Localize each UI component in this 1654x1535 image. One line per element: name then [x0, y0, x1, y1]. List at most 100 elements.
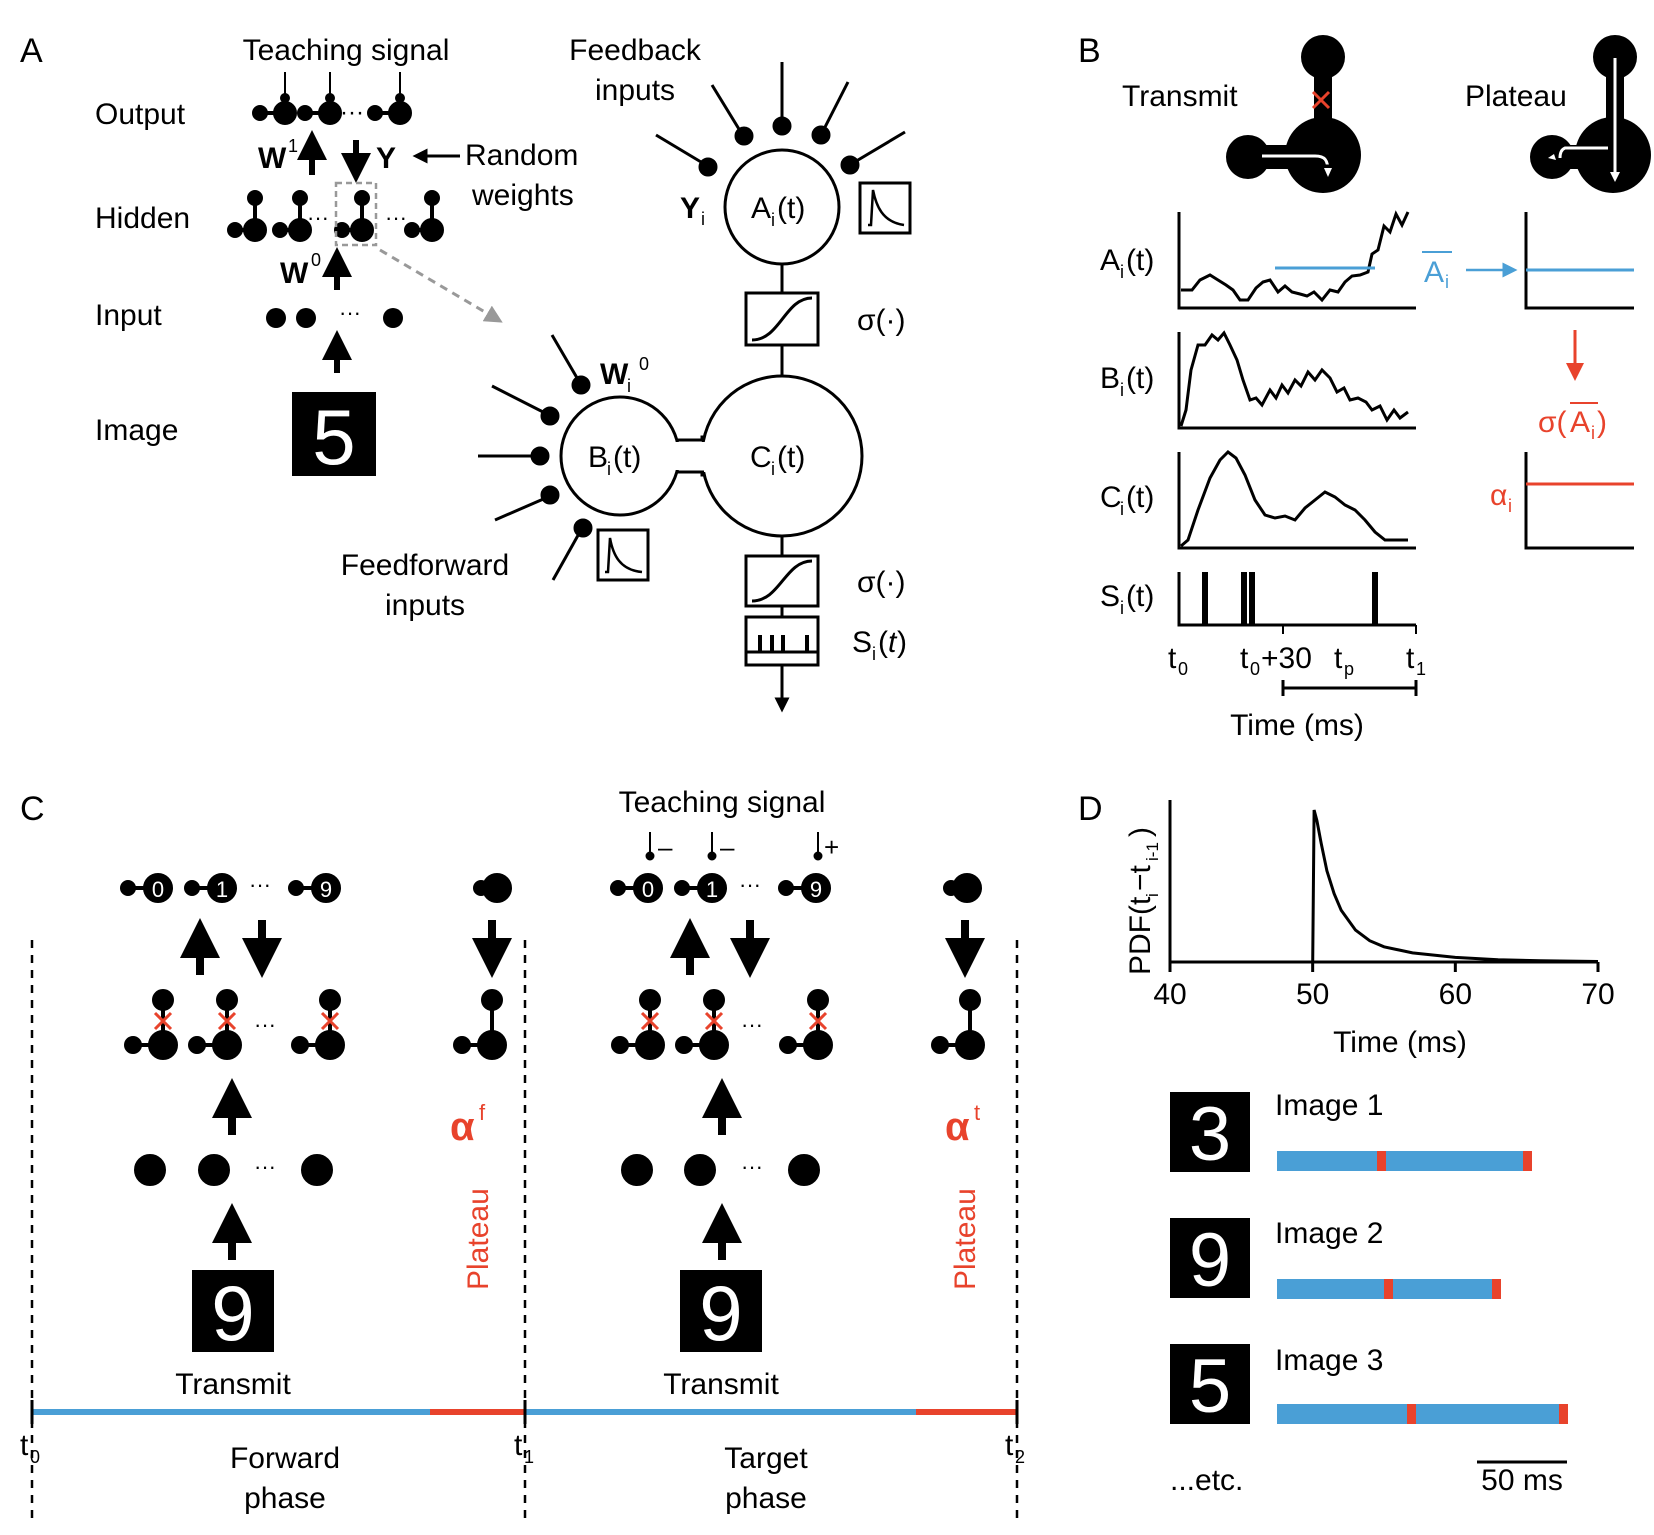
forward-input-ellipsis: ··· [254, 1154, 276, 1179]
basal-label: B [588, 441, 608, 474]
pdf-x-tick-label-50: 50 [1296, 978, 1329, 1011]
wi0-superscript: 0 [639, 354, 649, 374]
forward-network [120, 873, 512, 1186]
transmit-label-1: Transmit [175, 1368, 291, 1401]
plateau-vertical-2: Plateau [949, 1188, 982, 1290]
sigma-abar-sub: i [1591, 423, 1595, 443]
target-image-9 [680, 1270, 762, 1352]
ylabel-sub2: i-1 [1143, 842, 1162, 861]
exponential-kernel-icon [858, 181, 912, 235]
output-ellipsis: ··· [340, 99, 364, 126]
forward-arrows [180, 918, 512, 1260]
trace-a-label: A [1100, 244, 1120, 277]
target-blocked-marks [640, 1011, 828, 1031]
timeline-ticks [30, 1400, 1019, 1424]
trace-s-label: S [1100, 580, 1120, 613]
image-1-digit: 3 [1189, 1092, 1231, 1177]
zoom-dashed-arrow [379, 248, 503, 323]
forward-output-ellipsis: ··· [249, 872, 271, 897]
panel-b-letter: B [1078, 32, 1101, 70]
soma-label: C [750, 441, 772, 474]
sigmoid-icon [744, 291, 820, 347]
image-3-digit: 5 [1189, 1344, 1231, 1429]
alpha-f-sup: f [479, 1100, 486, 1125]
ylabel-sub1: i [1143, 893, 1162, 897]
pdf-curve [1170, 809, 1599, 964]
transmit-label: Transmit [1122, 80, 1238, 113]
trace-a-arg: (t) [1126, 244, 1154, 277]
forward-output-digit-0: 0 [152, 877, 164, 902]
trace-b-line [1179, 330, 1409, 427]
scalebar-label: 50 ms [1481, 1464, 1563, 1497]
tick-tp: t [1334, 642, 1343, 675]
image-3-transmit-1 [1277, 1404, 1407, 1424]
feedback-synapses [655, 62, 906, 177]
tick-t030: t [1240, 642, 1249, 675]
image-5-thumbnail [292, 392, 376, 476]
target-phase-line2: phase [725, 1482, 807, 1515]
random-weights-line2: weights [471, 179, 574, 212]
abar-axis [1524, 212, 1634, 310]
panel-a-letter: A [20, 32, 43, 70]
basal-kernel-icon [596, 528, 650, 582]
transmit-neuron-icon [1226, 35, 1361, 193]
image-3-transmit-2 [1416, 1404, 1559, 1424]
trace-a-line [1181, 210, 1410, 303]
target-phase-line1: Target [724, 1442, 808, 1475]
timeline-t2-sub: 2 [1015, 1447, 1025, 1467]
target-output-ellipsis: ··· [739, 872, 761, 897]
image-5-digit: 5 [312, 393, 355, 481]
wi0-subscript: i [627, 376, 631, 396]
target-output-digit-1: 1 [706, 877, 718, 902]
trace-c-sub: i [1120, 499, 1124, 519]
forward-image-9 [192, 1270, 274, 1352]
spike-arg-close: ) [897, 626, 907, 659]
trace-c-label: C [1100, 481, 1122, 514]
abar-subscript: i [1445, 272, 1449, 292]
panel-d-letter: D [1078, 790, 1103, 828]
panel-c-teaching-pins [645, 832, 823, 861]
image-3-thumbnail [1170, 1344, 1250, 1424]
trace-c-arg: (t) [1126, 481, 1154, 514]
feedforward-label-line2: inputs [385, 589, 465, 622]
panel-a: A Teaching signal Output Hidden Input Im… [20, 32, 912, 713]
trace-axes [1177, 212, 1416, 627]
hidden-neurons [227, 190, 444, 242]
w0-superscript: 0 [311, 250, 321, 270]
image-2-transmit-2 [1393, 1279, 1492, 1299]
forward-hidden-ellipsis: ··· [254, 1012, 276, 1037]
junction-fill-right [690, 442, 714, 472]
forward-phase-line2: phase [244, 1482, 326, 1515]
target-arrows [670, 918, 985, 1260]
alpha-label: α [1490, 479, 1507, 512]
target-output-digit-0: 0 [642, 877, 654, 902]
output-neurons [252, 101, 412, 125]
image-layer-label: Image [95, 414, 178, 447]
soma-subscript: i [771, 459, 775, 479]
forward-image-digit: 9 [211, 1269, 254, 1357]
trace-b-sub: i [1120, 380, 1124, 400]
teaching-signal-pins [280, 72, 405, 103]
trace-s-spikes [1202, 572, 1378, 625]
input-ellipsis: ··· [339, 300, 361, 325]
etc-label: ...etc. [1170, 1464, 1243, 1497]
tick-t030-rest: +30 [1261, 642, 1312, 675]
trace-b-label: B [1100, 362, 1120, 395]
timeline-t0-sub: 0 [30, 1447, 40, 1467]
pdf-x-tick-label-60: 60 [1439, 978, 1472, 1011]
timeline-t1: t [514, 1429, 523, 1462]
image-3-label: Image 3 [1275, 1344, 1383, 1377]
teaching-sign-0: – [658, 832, 673, 862]
target-image-digit: 9 [699, 1269, 742, 1357]
spike-train-icon [744, 615, 820, 667]
image-1-transmit-2 [1386, 1151, 1523, 1171]
pdf-x-tick-label-70: 70 [1581, 978, 1614, 1011]
tick-t1: t [1406, 642, 1415, 675]
trace-ticks [1282, 625, 1417, 634]
timeline-t2: t [1005, 1429, 1014, 1462]
image-1-row: 3 Image 1 [1170, 1089, 1532, 1177]
tick-t0: t [1168, 642, 1177, 675]
alpha-subscript: i [1508, 496, 1512, 516]
